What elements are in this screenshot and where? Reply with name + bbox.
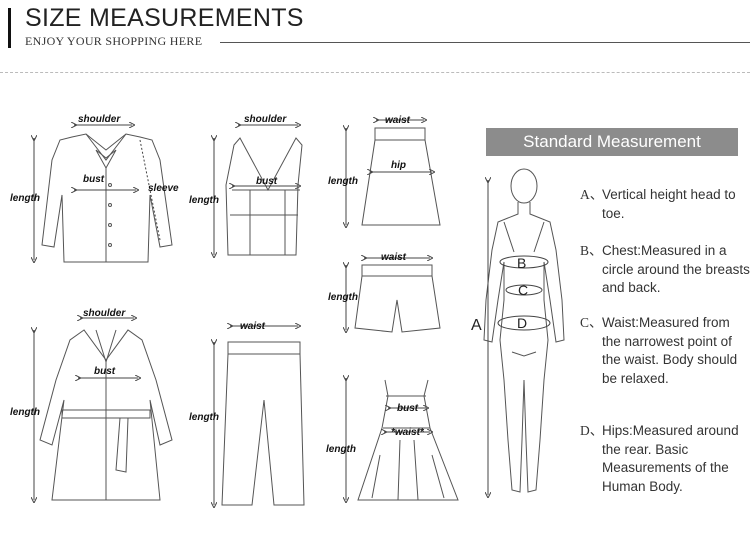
shirt-bust-label: bust [83, 174, 105, 185]
header-rule [220, 42, 750, 43]
figure-label-a: A [471, 317, 482, 334]
dress-bust-label: bust [397, 403, 419, 414]
figure-label-b: B [517, 255, 526, 271]
measurement-text: Chest:Measured in a circle around the br… [602, 243, 750, 295]
shirt-shoulder-label: shoulder [78, 114, 121, 125]
figure-label-d: D [517, 315, 527, 331]
dress-diagram: bust *waist* length [326, 378, 459, 500]
measurement-item-b: B、 Chest:Measured in a circle around the… [580, 242, 750, 298]
shirt-length-label: length [10, 193, 40, 204]
page-subtitle: ENJOY YOUR SHOPPING HERE [25, 34, 203, 48]
pants-diagram: waist length [189, 321, 305, 505]
page-title: SIZE MEASUREMENTS [25, 4, 304, 32]
skirt-waist-label: waist [385, 115, 411, 126]
measurement-key: B、 [580, 243, 603, 258]
measurement-text: Waist:Measured from the narrowest point … [602, 315, 738, 386]
figure-label-c: C [518, 282, 528, 298]
skirt-hip-label: hip [391, 160, 406, 171]
pants-waist-label: waist [240, 321, 266, 332]
vest-bust-label: bust [256, 176, 278, 187]
shorts-waist-label: waist [381, 252, 407, 263]
measurement-key: A、 [580, 187, 604, 202]
vest-length-label: length [189, 195, 219, 206]
dress-length-label: length [326, 444, 356, 455]
coat-length-label: length [10, 407, 40, 418]
measurement-text: Hips:Measured around the rear. Basic Mea… [602, 423, 739, 494]
dress-waist-label: *waist* [391, 427, 425, 438]
header-accent-bar [8, 8, 11, 48]
skirt-diagram: waist hip length [328, 115, 441, 225]
vest-shoulder-label: shoulder [244, 114, 287, 125]
measurement-item-d: D、 Hips:Measured around the rear. Basic … [580, 422, 750, 496]
standard-measurement-title: Standard Measurement [486, 128, 738, 156]
skirt-length-label: length [328, 176, 358, 187]
measurement-item-a: A、 Vertical height head to toe. [580, 186, 750, 223]
header-divider [0, 72, 750, 73]
page-header: SIZE MEASUREMENTS ENJOY YOUR SHOPPING HE… [8, 0, 750, 60]
pants-length-label: length [189, 412, 219, 423]
measurement-key: C、 [580, 315, 603, 330]
measurement-text: Vertical height head to toe. [602, 187, 736, 221]
shirt-sleeve-label: sleeve [148, 183, 179, 194]
coat-bust-label: bust [94, 366, 116, 377]
coat-diagram: shoulder bust length [10, 308, 173, 500]
shirt-diagram: shoulder bust length sleeve [10, 114, 179, 262]
vest-diagram: shoulder bust length [189, 114, 303, 255]
body-figure: B C D [483, 168, 565, 495]
shorts-length-label: length [328, 292, 358, 303]
coat-shoulder-label: shoulder [83, 308, 126, 319]
shorts-diagram: waist length [328, 252, 441, 332]
measurement-item-c: C、 Waist:Measured from the narrowest poi… [580, 314, 750, 388]
measurement-key: D、 [580, 423, 604, 438]
